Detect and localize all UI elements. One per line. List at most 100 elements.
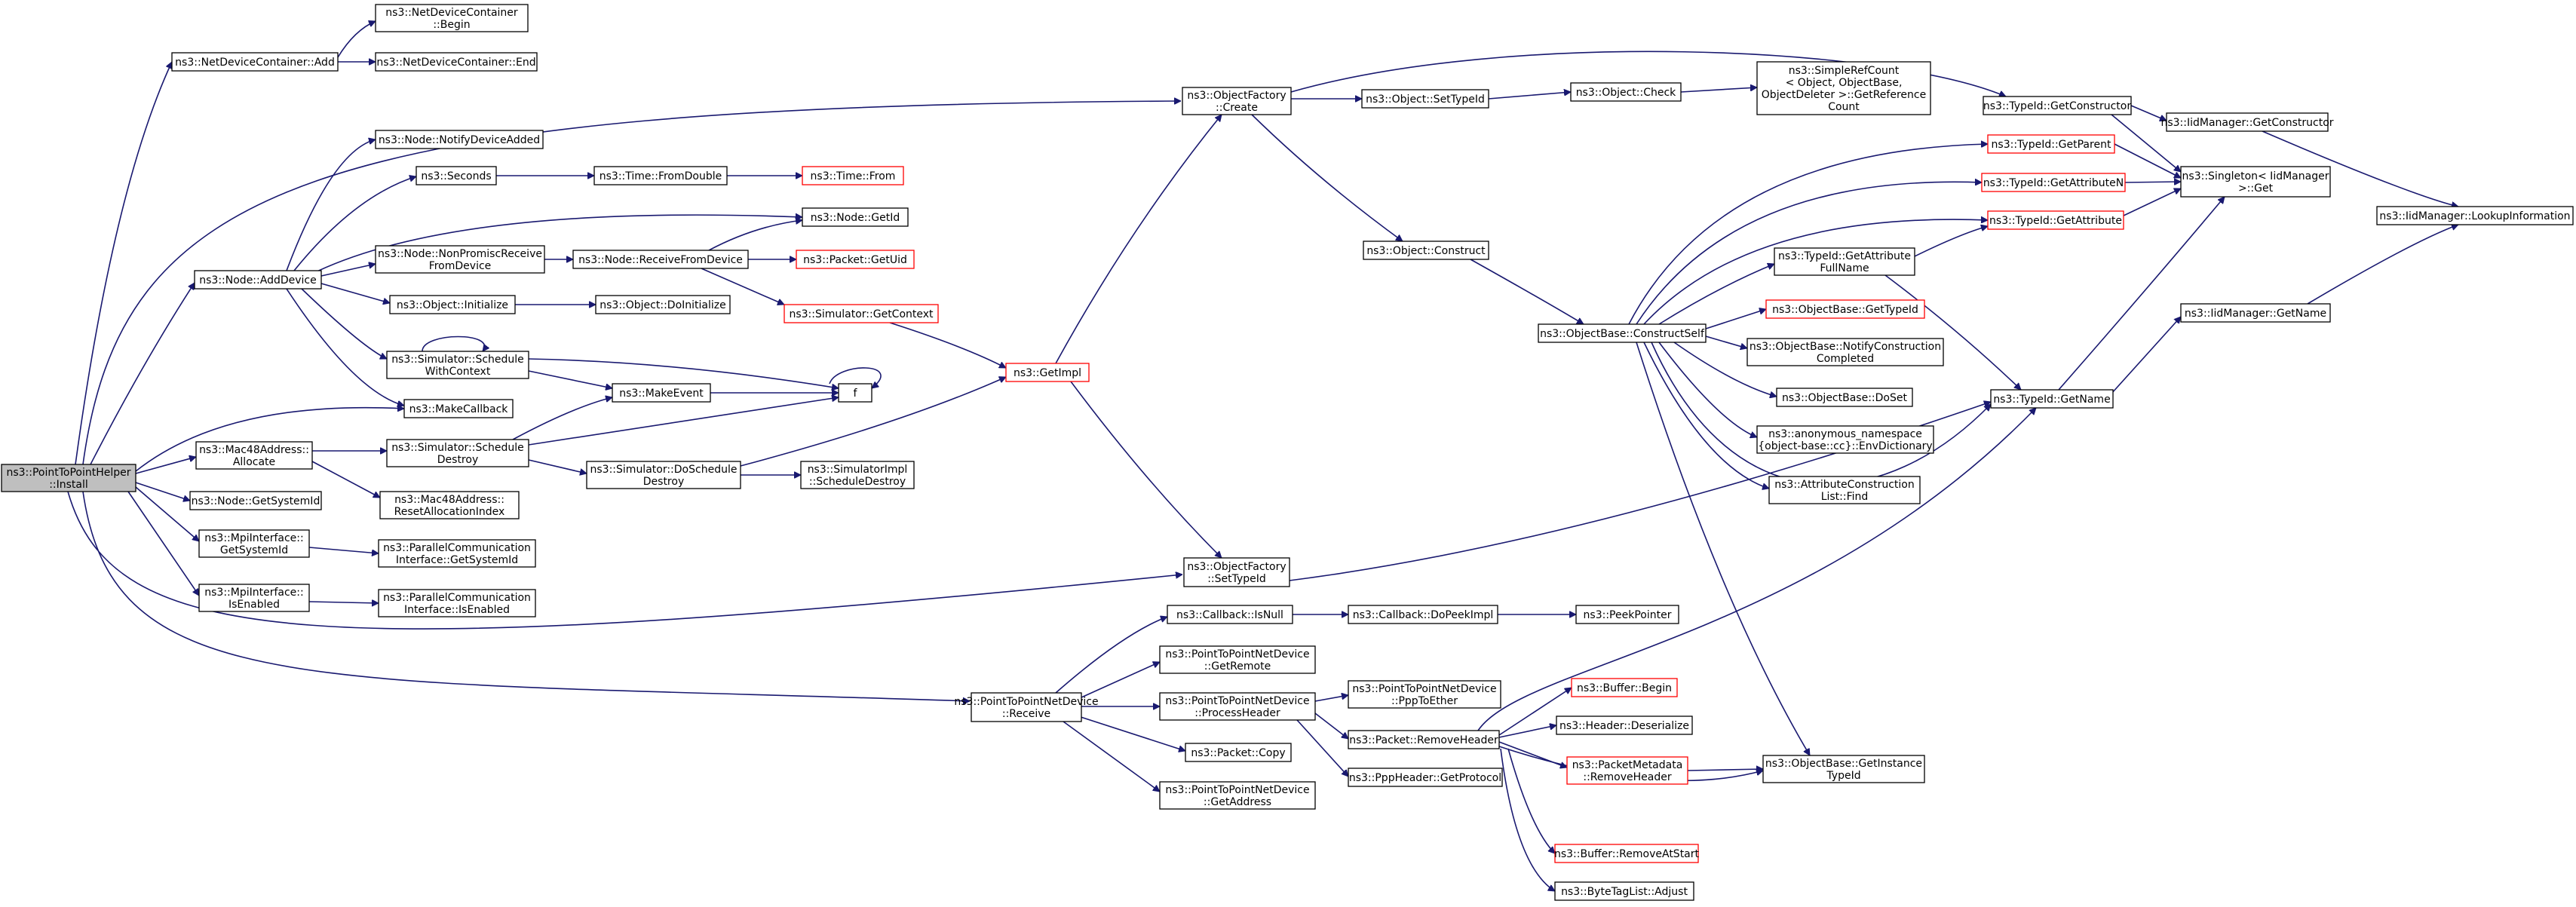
node-typeid-getname[interactable]: ns3::TypeId::GetName — [1990, 389, 2114, 409]
node-p2p-receive[interactable]: ns3::PointToPointNetDevice::Receive — [954, 692, 1099, 722]
node-node-notify[interactable]: ns3::Node::NotifyDeviceAdded — [375, 130, 544, 149]
node-time-from[interactable]: ns3::Time::From — [802, 166, 904, 185]
node-box — [194, 270, 322, 290]
node-label-line: ::GetRemote — [1204, 660, 1271, 673]
node-packet-getuid[interactable]: ns3::Packet::GetUid — [796, 250, 915, 269]
node-mac48-reset[interactable]: ns3::Mac48Address::ResetAllocationIndex — [379, 491, 520, 519]
node-bytetaglist-adjust[interactable]: ns3::ByteTagList::Adjust — [1554, 881, 1694, 901]
node-ob-notifyconstruction[interactable]: ns3::ObjectBase::NotifyConstructionCompl… — [1746, 338, 1944, 366]
node-p2p-getremote[interactable]: ns3::PointToPointNetDevice::GetRemote — [1159, 645, 1316, 674]
node-buffer-begin[interactable]: ns3::Buffer::Begin — [1571, 678, 1678, 697]
node-pci-isenabled[interactable]: ns3::ParallelCommunicationInterface::IsE… — [378, 589, 536, 617]
node-f[interactable]: f — [838, 383, 872, 403]
node-node-adddevice[interactable]: ns3::Node::AddDevice — [194, 270, 322, 290]
node-label-line: ns3::TypeId::GetAttribute — [1989, 215, 2122, 227]
node-obj-settypeid[interactable]: ns3::Object::SetTypeId — [1361, 89, 1489, 109]
node-node-getid[interactable]: ns3::Node::GetId — [802, 207, 909, 227]
node-ndc-begin[interactable]: ns3::NetDeviceContainer::Begin — [375, 4, 529, 32]
node-label-line: ns3::Callback::IsNull — [1176, 609, 1283, 621]
node-makecallback[interactable]: ns3::MakeCallback — [403, 399, 514, 418]
edge-typeid_getname-to-iidmgr_getname — [2111, 317, 2181, 394]
node-cb-isnull[interactable]: ns3::Callback::IsNull — [1167, 605, 1293, 624]
node-box — [198, 584, 310, 612]
node-cb-dopeekimpl[interactable]: ns3::Callback::DoPeekImpl — [1348, 605, 1498, 624]
node-p2p-ppptoether[interactable]: ns3::PointToPointNetDevice::PppToEther — [1348, 680, 1501, 709]
node-label-line: ns3::ObjectBase::GetTypeId — [1772, 304, 1918, 316]
node-iidmgr-getconstructor[interactable]: ns3::IidManager::GetConstructor — [2160, 112, 2334, 132]
node-root[interactable]: ns3::PointToPointHelper::Install — [1, 464, 136, 492]
node-obj-check[interactable]: ns3::Object::Check — [1570, 82, 1682, 102]
node-ob-gettypeid[interactable]: ns3::ObjectBase::GetTypeId — [1765, 299, 1925, 319]
node-typeid-getconstructor[interactable]: ns3::TypeId::GetConstructor — [1983, 96, 2132, 115]
edge-getimpl-to-of_settypeid — [1070, 381, 1222, 558]
node-time-fromdouble[interactable]: ns3::Time::FromDouble — [593, 166, 728, 185]
node-label-line: ns3::ObjectFactory — [1187, 90, 1286, 102]
node-of-create[interactable]: ns3::ObjectFactory::Create — [1182, 87, 1292, 115]
node-node-receivefrom[interactable]: ns3::Node::ReceiveFromDevice — [572, 250, 749, 269]
node-seconds[interactable]: ns3::Seconds — [416, 166, 497, 185]
node-box — [1005, 363, 1090, 382]
node-ob-constructself[interactable]: ns3::ObjectBase::ConstructSelf — [1538, 323, 1707, 343]
node-sim-getcontext[interactable]: ns3::Simulator::GetContext — [784, 304, 939, 323]
node-packet-copy[interactable]: ns3::Packet::Copy — [1185, 743, 1292, 762]
node-label-line: ns3::Node::AddDevice — [199, 274, 316, 287]
node-label-line: ::GetAddress — [1204, 796, 1271, 808]
node-box — [796, 250, 915, 269]
edge-sim_schedwithctx-to-makeevent — [528, 370, 612, 388]
node-of-settypeid[interactable]: ns3::ObjectFactory::SetTypeId — [1183, 557, 1290, 587]
node-label-line: ns3::ByteTagList::Adjust — [1561, 886, 1688, 898]
node-ob-doset[interactable]: ns3::ObjectBase::DoSet — [1776, 388, 1913, 407]
node-makeevent[interactable]: ns3::MakeEvent — [612, 383, 711, 403]
edge-mac48_allocate-to-mac48_reset — [311, 461, 380, 498]
edge-ob_constructself-to-ob_getinstancetypeid — [1636, 342, 1811, 755]
node-label-line: ns3::Simulator::GetContext — [789, 308, 934, 320]
node-box — [1987, 210, 2124, 230]
node-label-line: GetSystemId — [220, 544, 288, 556]
node-p2p-getaddress[interactable]: ns3::PointToPointNetDevice::GetAddress — [1159, 781, 1316, 810]
node-iidmgr-lookup[interactable]: ns3::IidManager::LookupInformation — [2376, 206, 2574, 225]
node-label-line: FromDevice — [429, 260, 492, 272]
node-obj-doinitialize[interactable]: ns3::Object::DoInitialize — [595, 295, 731, 314]
node-typeid-getattributen[interactable]: ns3::TypeId::GetAttributeN — [1981, 173, 2126, 192]
node-peekpointer[interactable]: ns3::PeekPointer — [1575, 605, 1679, 624]
node-header-deserialize[interactable]: ns3::Header::Deserialize — [1556, 715, 1693, 735]
node-box — [1159, 692, 1316, 721]
node-singleton-get[interactable]: ns3::Singleton< IidManager >::Get — [2180, 166, 2331, 198]
node-ndc-add[interactable]: ns3::NetDeviceContainer::Add — [171, 52, 339, 72]
node-box — [375, 4, 529, 32]
node-packet-removeheader[interactable]: ns3::Packet::RemoveHeader — [1348, 730, 1500, 749]
node-mpi-getsystemid[interactable]: ns3::MpiInterface::GetSystemId — [198, 529, 310, 558]
node-node-getsystemid[interactable]: ns3::Node::GetSystemId — [189, 491, 322, 510]
node-label-line: Destroy — [643, 476, 684, 488]
node-typeid-getparent[interactable]: ns3::TypeId::GetParent — [1987, 134, 2115, 154]
node-p2p-processheader[interactable]: ns3::PointToPointNetDevice::ProcessHeade… — [1159, 692, 1316, 721]
node-label-line: ns3::ParallelCommunication — [383, 542, 531, 554]
node-buffer-removeatstart[interactable]: ns3::Buffer::RemoveAtStart — [1554, 844, 1700, 863]
node-label-line: ns3::GetImpl — [1014, 367, 1081, 379]
node-getimpl[interactable]: ns3::GetImpl — [1005, 363, 1090, 382]
node-pppheader-getprotocol[interactable]: ns3::PppHeader::GetProtocol — [1348, 768, 1503, 787]
node-label-line: f — [854, 388, 858, 400]
node-pci-getsystemid[interactable]: ns3::ParallelCommunicationInterface::Get… — [378, 539, 536, 568]
node-anon-envdict[interactable]: ns3::anonymous_namespace{object-base::cc… — [1756, 425, 1934, 454]
node-iidmgr-getname[interactable]: ns3::IidManager::GetName — [2180, 303, 2331, 323]
node-ndc-end[interactable]: ns3::NetDeviceContainer::End — [375, 52, 538, 72]
node-mpi-isenabled[interactable]: ns3::MpiInterface::IsEnabled — [198, 584, 310, 612]
node-box — [379, 491, 520, 519]
node-mac48-allocate[interactable]: ns3::Mac48Address::Allocate — [195, 441, 313, 470]
node-pm-removeheader[interactable]: ns3::PacketMetadata::RemoveHeader — [1566, 756, 1688, 785]
node-typeid-getattribute[interactable]: ns3::TypeId::GetAttribute — [1987, 210, 2124, 230]
node-simimpl-scheddestroy[interactable]: ns3::SimulatorImpl::ScheduleDestroy — [800, 461, 915, 489]
node-label-line: ns3::Singleton< IidManager — [2182, 170, 2329, 182]
node-box — [838, 383, 872, 403]
node-sim-scheddestroy[interactable]: ns3::Simulator::ScheduleDestroy — [386, 439, 529, 467]
node-simplerefcount[interactable]: ns3::SimpleRefCount< Object, ObjectBase,… — [1756, 61, 1931, 115]
node-obj-construct[interactable]: ns3::Object::Construct — [1363, 241, 1489, 260]
node-obj-initialize[interactable]: ns3::Object::Initialize — [389, 295, 516, 314]
